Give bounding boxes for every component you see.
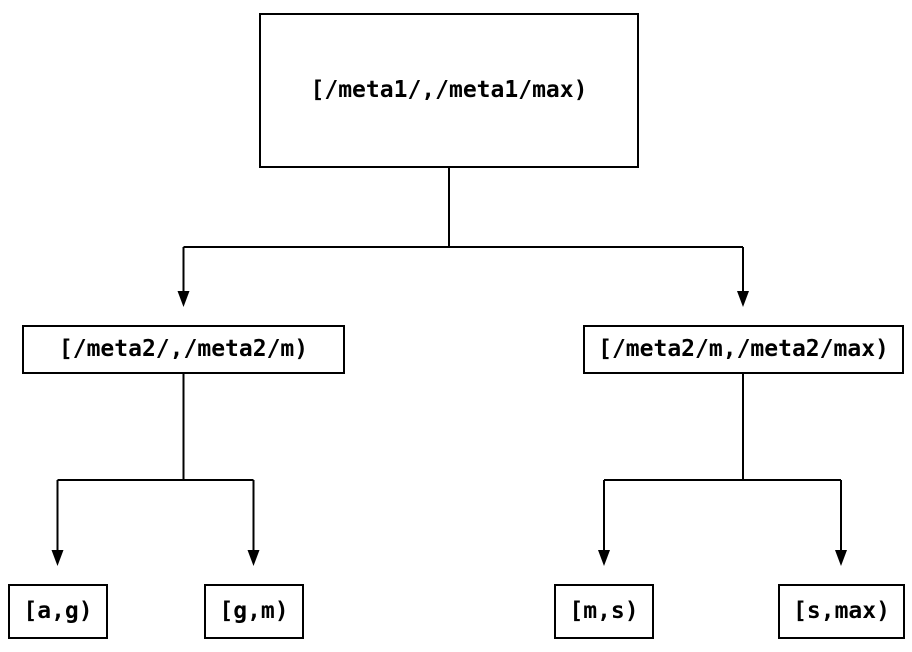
node-leaf-gm-label: [g,m)	[219, 598, 289, 624]
arrowhead-leaf-ag	[51, 550, 64, 566]
node-meta2-low: [/meta2/,/meta2/m)	[22, 325, 345, 374]
node-leaf-smax-label: [s,max)	[793, 598, 890, 624]
arrowhead-leaf-gm	[247, 550, 260, 566]
node-leaf-ms-label: [m,s)	[569, 598, 639, 624]
node-root: [/meta1/,/meta1/max)	[259, 13, 639, 168]
node-leaf-gm: [g,m)	[204, 584, 304, 639]
node-leaf-smax: [s,max)	[778, 584, 905, 639]
arrowhead-leaf-ms	[598, 550, 610, 566]
arrowhead-leaf-smax	[835, 550, 847, 566]
node-leaf-ag-label: [a,g)	[23, 598, 93, 624]
node-meta2-high-label: [/meta2/m,/meta2/max)	[598, 336, 889, 362]
node-meta2-low-label: [/meta2/,/meta2/m)	[58, 336, 309, 362]
node-root-label: [/meta1/,/meta1/max)	[310, 77, 588, 103]
node-meta2-high: [/meta2/m,/meta2/max)	[583, 325, 904, 374]
arrowhead-left-node	[177, 291, 190, 307]
node-leaf-ag: [a,g)	[8, 584, 108, 639]
node-leaf-ms: [m,s)	[554, 584, 654, 639]
arrowhead-right-node	[737, 291, 749, 307]
